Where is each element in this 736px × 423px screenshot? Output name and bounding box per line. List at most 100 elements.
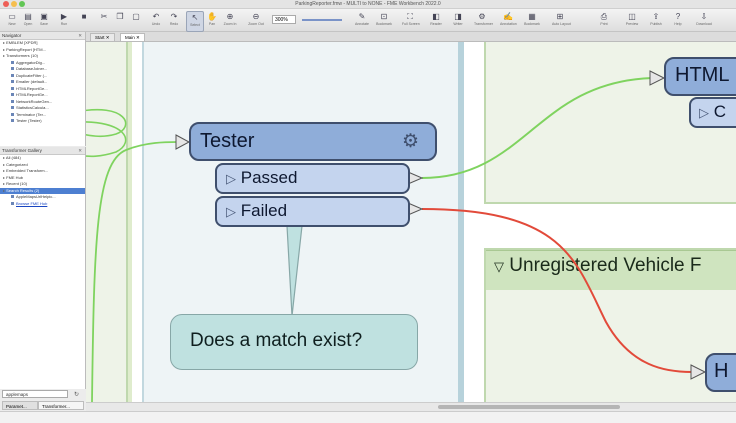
annotate-button[interactable]: ✎Annotate [354,11,370,30]
gallery-item[interactable]: ▸ FME Hub [0,175,85,182]
toolbar-button-label: Bookmark [524,22,540,26]
new-button[interactable]: ▭New [4,11,20,30]
workspace-canvas[interactable]: ▽ Unregistered Vehicle F Tester ⚙ ▷ Pass… [86,42,736,402]
pan-button[interactable]: ✋Pan [204,11,220,30]
bookmark-button[interactable]: ▦Bookmark [524,11,540,30]
writer-input-port-icon[interactable] [649,70,666,86]
toolbar-button-label: Zoom In [223,22,237,26]
navigator-item[interactable]: HTMLReportGe... [0,92,85,99]
passed-wire[interactable] [421,77,653,179]
zoom-slider[interactable] [302,19,342,21]
incoming-wire[interactable] [86,108,127,138]
disclosure-triangle-icon: ▸ [3,174,7,180]
refresh-icon[interactable]: ↻ [74,392,80,398]
run-button[interactable]: ▶Run [56,11,72,30]
panel-close-icon[interactable]: ✕ [78,33,82,38]
redo-button[interactable]: ↷Redo [166,11,182,30]
writer-button[interactable]: ◨Writer [450,11,466,30]
annotation-button[interactable]: ✍Annotation [500,11,517,30]
gallery-item[interactable]: ▸ All (484) [0,155,85,162]
navigator-item[interactable]: ▸ EMBLEM [XPDR] [0,40,85,47]
passed-output-port-icon[interactable] [407,171,424,185]
tab-transformer-gallery[interactable]: Transformer... [38,401,84,410]
navigator-item[interactable]: ▸ Transformers (10) [0,53,85,60]
reader-icon: ◧ [432,12,440,21]
scrollbar-thumb[interactable] [438,405,620,409]
navigator-item[interactable]: Tester (Tester) [0,118,85,125]
close-icon[interactable]: ✕ [105,35,110,40]
close-window-button[interactable] [3,1,9,7]
navigator-item[interactable]: StatisticsCalcula... [0,105,85,112]
close-icon[interactable]: ✕ [136,35,140,40]
annotate-icon: ✎ [358,12,366,21]
panel-close-icon[interactable]: ✕ [78,148,82,153]
gallery-item[interactable]: ▸ Categorized [0,162,85,169]
help-button[interactable]: ?Help [670,11,686,30]
minimize-window-button[interactable] [11,1,17,7]
undo-button[interactable]: ↶Undo [148,11,164,30]
navigator-item[interactable]: DuplicateFilter (... [0,73,85,80]
download-button[interactable]: ⇩Download [696,11,712,30]
callout-annotation[interactable] [170,314,418,370]
navigator-item[interactable]: NetworkRouteGen... [0,99,85,106]
navigator-item[interactable]: ▸ ParkingReport [HTM... [0,47,85,54]
failed-wire[interactable] [421,208,693,373]
bookmark-button[interactable]: ⊡Bookmark [376,11,392,30]
gallery-item[interactable]: ▸ Recent (10) [0,181,85,188]
preview-button[interactable]: ◫Preview [624,11,640,30]
failed-output-port-icon[interactable] [407,202,424,216]
save-button[interactable]: ▣Save [36,11,52,30]
navigator-item[interactable]: HTMLReportGe... [0,86,85,93]
zoom-out-button[interactable]: ⊖Zoom Out [248,11,264,30]
transformer-button[interactable]: ⚙Transformer [474,11,493,30]
writer-input-port-icon[interactable] [690,364,707,380]
publish-button[interactable]: ⇪Publish [648,11,664,30]
cut-button[interactable]: ✂ [96,11,112,30]
expand-triangle-icon[interactable]: ▷ [699,105,709,120]
navigator-item[interactable]: AggregatorDig... [0,60,85,67]
tester-input-wire[interactable] [91,141,179,402]
navigator-item[interactable]: DatabaseJoiner... [0,66,85,73]
reader-button[interactable]: ◧Reader [428,11,444,30]
expand-triangle-icon[interactable]: ▷ [226,171,236,186]
bookmark-unregistered-header[interactable] [486,250,736,290]
port-passed[interactable] [215,163,410,194]
toolbar-button-label: Publish [650,22,662,26]
full-screen-button[interactable]: ⛶Full Screen [402,11,420,30]
print-button[interactable]: ⎙Print [596,11,612,30]
gallery-item[interactable]: ▸ Embedded Transform... [0,168,85,175]
tab-main[interactable]: Main ✕ [120,33,145,41]
transformer-search-input[interactable]: applemaps [2,390,68,398]
canvas-horizontal-scrollbar[interactable] [86,402,736,411]
copy-icon: ❐ [116,12,124,21]
copy-button[interactable]: ❐ [112,11,128,30]
zoom-window-button[interactable] [19,1,25,7]
html-writer-top[interactable] [664,57,736,96]
gallery-item[interactable]: AppleMapsUrlHelpic... [0,194,85,201]
gear-icon[interactable]: ⚙ [402,131,420,152]
incoming-wire[interactable] [86,121,127,158]
navigator-item-label: Transformers (10) [6,53,38,58]
gallery-item[interactable]: Browse FME Hub [0,201,85,208]
tab-start[interactable]: Start ✕ [90,33,115,41]
collapse-triangle-icon[interactable]: ▽ [494,259,504,274]
paste-button[interactable]: ▢ [128,11,144,30]
html-writer-bottom[interactable] [705,353,736,392]
zoom-in-button[interactable]: ⊕Zoom In [222,11,238,30]
port-failed[interactable] [215,196,410,227]
gallery-item[interactable]: ▸ Search Results (2) [0,187,85,194]
gallery-item-label: Browse FME Hub [16,200,48,206]
select-button[interactable]: ↖Select [186,11,204,32]
stop-button[interactable]: ■ [76,11,92,30]
expand-triangle-icon[interactable]: ▷ [226,204,236,219]
html-writer-feature-type[interactable] [689,97,736,128]
html-writer-feature-label: ▷ C [699,102,726,122]
tab-parameters[interactable]: Paramet... [2,401,38,410]
open-button[interactable]: ▤Open [20,11,36,30]
tester-transformer[interactable] [189,122,437,161]
zoom-level-field[interactable]: 300% [272,15,296,24]
navigator-item[interactable]: Terminator (Ter... [0,112,85,119]
tester-input-port-icon[interactable] [175,134,191,150]
auto-layout-button[interactable]: ⊞Auto Layout [552,11,571,30]
navigator-item[interactable]: Emailer (default... [0,79,85,86]
